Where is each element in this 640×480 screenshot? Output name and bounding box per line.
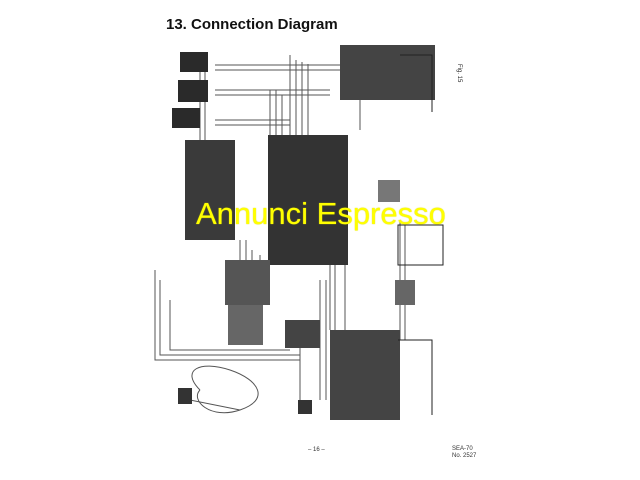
page-title: 13. Connection Diagram (166, 16, 338, 33)
connector-block (395, 280, 415, 305)
model-info: SEA-70 No. 2527 (452, 446, 476, 460)
switch-board (268, 135, 348, 265)
model-name: SEA-70 (452, 446, 473, 452)
circuit-boards (172, 45, 435, 420)
power-switch (298, 400, 312, 414)
ac-plug (178, 388, 192, 404)
resistor-array (378, 180, 400, 202)
board-connector-1 (178, 80, 208, 102)
display-board-bottom (330, 330, 400, 420)
board-connector-2 (172, 108, 200, 128)
document-number: No. 2527 (452, 453, 477, 459)
motor (228, 305, 263, 345)
page-number: – 16 – (308, 447, 325, 453)
board-connector-3 (180, 52, 208, 72)
transformer (225, 260, 270, 305)
watermark: Annunci Espresso (196, 196, 446, 231)
display-board-top (340, 45, 435, 100)
panel-outlines (397, 54, 444, 415)
power-board (185, 140, 235, 240)
relay-board (285, 320, 320, 348)
